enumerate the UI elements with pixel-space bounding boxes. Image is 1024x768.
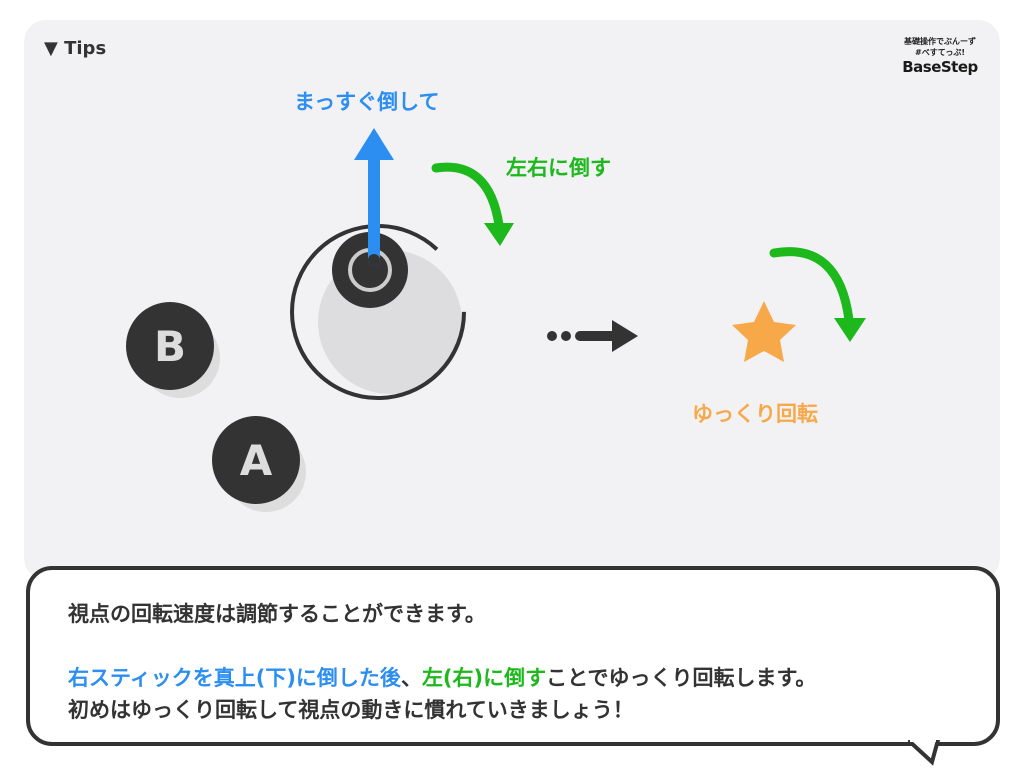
highlight-green: 左(右)に倒す (421, 666, 547, 690)
dotted-arrow-icon (547, 320, 638, 352)
illustration: B A (126, 128, 866, 512)
dialog-tail (908, 740, 941, 766)
tips-toggle[interactable]: ▼ Tips (44, 38, 107, 59)
logo-name: BaseStep (902, 58, 978, 76)
logo-tag: #べすてっぷ! (915, 48, 965, 57)
label-slow-rotate: ゆっくり回転 (692, 402, 818, 426)
button-b: B (126, 302, 220, 398)
stick-base (290, 224, 466, 400)
highlight-blue: 右スティックを真上(下)に倒した後 (68, 666, 401, 690)
dialog-box: 視点の回転速度は調節することができます。 右スティックを真上(下)に倒した後、左… (26, 566, 1000, 746)
dialog-line-1: 視点の回転速度は調節することができます。 (68, 602, 486, 626)
label-tilt-sideways: 左右に倒す (506, 156, 611, 180)
line2-rest: ことでゆっくり回転します。 (546, 666, 817, 690)
dialog-text: 視点の回転速度は調節することができます。 右スティックを真上(下)に倒した後、左… (68, 598, 816, 726)
logo-sub: 基礎操作でぶんーず (904, 37, 976, 46)
label-tilt-straight: まっすぐ倒して (294, 90, 440, 114)
arrow-up-icon (354, 128, 394, 266)
basestep-logo: 基礎操作でぶんーず #べすてっぷ! BaseStep (898, 36, 982, 76)
sep: 、 (400, 666, 422, 690)
button-b-label: B (154, 322, 186, 371)
tips-panel: ▼ Tips 基礎操作でぶんーず #べすてっぷ! BaseStep (24, 20, 1000, 580)
star-icon (732, 301, 796, 362)
button-a: A (212, 416, 306, 512)
curved-arrow-green-icon-2 (769, 247, 866, 342)
dialog-line-2: 右スティックを真上(下)に倒した後、左(右)に倒すことでゆっくり回転します。 (68, 662, 816, 694)
curved-arrow-green-icon (431, 162, 514, 246)
button-a-label: A (240, 436, 273, 485)
dialog-line-3: 初めはゆっくり回転して視点の動きに慣れていきましょう！ (68, 698, 634, 722)
